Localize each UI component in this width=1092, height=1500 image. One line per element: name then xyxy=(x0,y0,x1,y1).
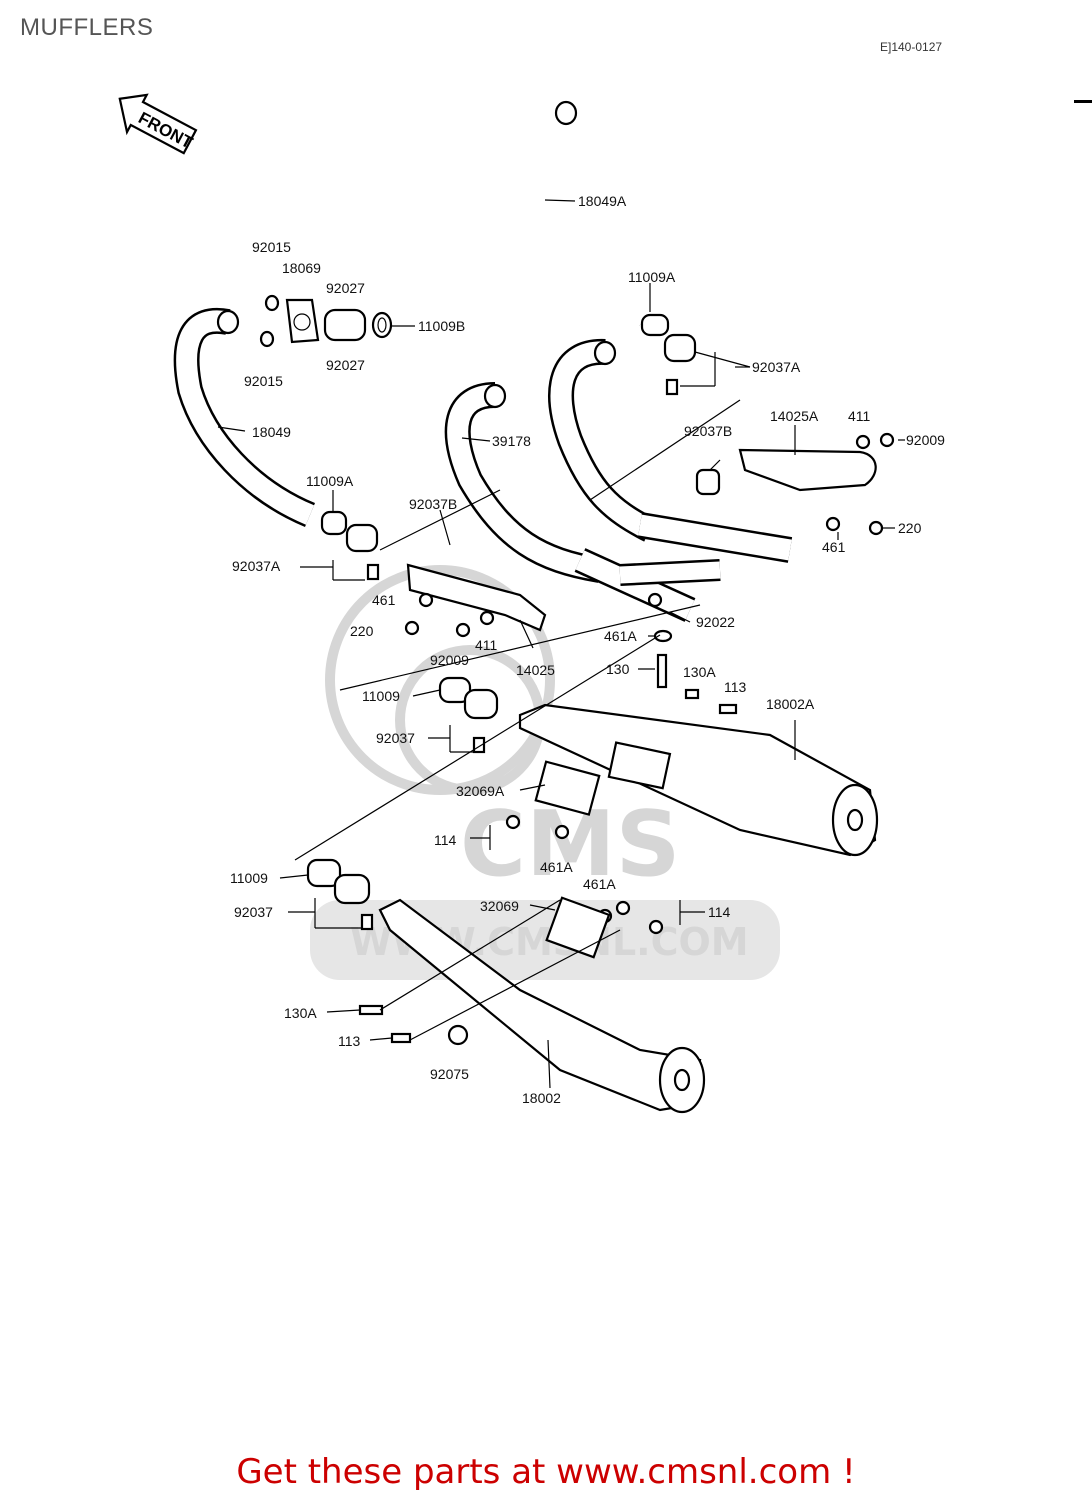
callout-92037a-left: 92037A xyxy=(232,558,281,574)
callout-18049a: 18049A xyxy=(578,193,627,209)
fasteners xyxy=(358,432,895,1046)
callout-113-upper: 113 xyxy=(724,679,747,695)
callout-92037-lower: 92037 xyxy=(234,904,273,920)
callout-14025a: 14025A xyxy=(770,408,819,424)
callout-130: 130 xyxy=(606,661,630,677)
callout-39178: 39178 xyxy=(492,433,531,449)
callout-11009a-upper: 11009A xyxy=(628,269,676,285)
callout-92037a-upper: 92037A xyxy=(752,359,801,375)
callout-411-left: 411 xyxy=(475,637,498,653)
callout-18002: 18002 xyxy=(522,1090,561,1106)
muffler-18002 xyxy=(378,896,706,1114)
callout-220-left: 220 xyxy=(350,623,374,639)
callout-92037-upper: 92037 xyxy=(376,730,415,746)
edge-mark xyxy=(1074,100,1092,103)
callout-411-upper: 411 xyxy=(848,408,871,424)
callout-113-lower: 113 xyxy=(338,1033,361,1049)
callout-114-upper: 114 xyxy=(434,832,457,848)
callout-461-left: 461 xyxy=(372,592,396,608)
flange-set xyxy=(259,294,393,348)
callout-92015-b: 92015 xyxy=(244,373,283,389)
clamps-and-gaskets xyxy=(306,313,721,931)
diagram-code: E]140-0127 xyxy=(880,40,943,54)
callout-92027-a: 92027 xyxy=(326,280,365,296)
callout-130a-upper: 130A xyxy=(683,664,716,680)
leader-lines xyxy=(217,199,905,1089)
muffler-18002a xyxy=(518,703,879,857)
callout-461a-upper: 461A xyxy=(604,628,637,644)
callout-11009a-left: 11009A xyxy=(306,473,354,489)
footer-cta-link[interactable]: Get these parts at www.cmsnl.com ! xyxy=(236,1452,856,1492)
callout-92009-left: 92009 xyxy=(430,652,469,668)
callout-labels: 92015 18069 92027 11009B 92027 92015 180… xyxy=(230,193,945,1106)
callout-92022: 92022 xyxy=(696,614,735,630)
callout-92037b-left: 92037B xyxy=(409,496,457,512)
callout-461-right: 461 xyxy=(822,539,846,555)
callout-18049: 18049 xyxy=(252,424,291,440)
callout-461a-lower: 461A xyxy=(583,876,616,892)
callout-11009-lower: 11009 xyxy=(230,870,268,886)
callout-32069a: 32069A xyxy=(456,783,505,799)
exploded-parts-diagram: CMS WWW.CMSNL.COM FRONT xyxy=(118,93,945,1114)
exhaust-pipe-18049 xyxy=(173,307,316,527)
callout-18069: 18069 xyxy=(282,260,321,276)
callout-114-lower: 114 xyxy=(708,904,731,920)
callout-92009-upper: 92009 xyxy=(906,432,945,448)
brackets xyxy=(406,448,877,632)
callout-92037b-upper: 92037B xyxy=(684,423,732,439)
page-title: MUFFLERS xyxy=(20,14,154,41)
callout-220-right: 220 xyxy=(898,520,922,536)
callout-92075: 92075 xyxy=(430,1066,469,1082)
collector-39178 xyxy=(444,339,793,622)
callout-130a-lower: 130A xyxy=(284,1005,317,1021)
callout-11009b: 11009B xyxy=(418,318,465,334)
callout-11009-upper: 11009 xyxy=(362,688,400,704)
callout-92015-a: 92015 xyxy=(252,239,291,255)
callout-92027-b: 92027 xyxy=(326,357,365,373)
callout-18002a: 18002A xyxy=(766,696,815,712)
exhaust-pipe-18049a xyxy=(508,100,645,334)
callout-461a-middle: 461A xyxy=(540,859,573,875)
callout-32069: 32069 xyxy=(480,898,519,914)
front-arrow: FRONT xyxy=(118,93,198,155)
callout-14025: 14025 xyxy=(516,662,555,678)
